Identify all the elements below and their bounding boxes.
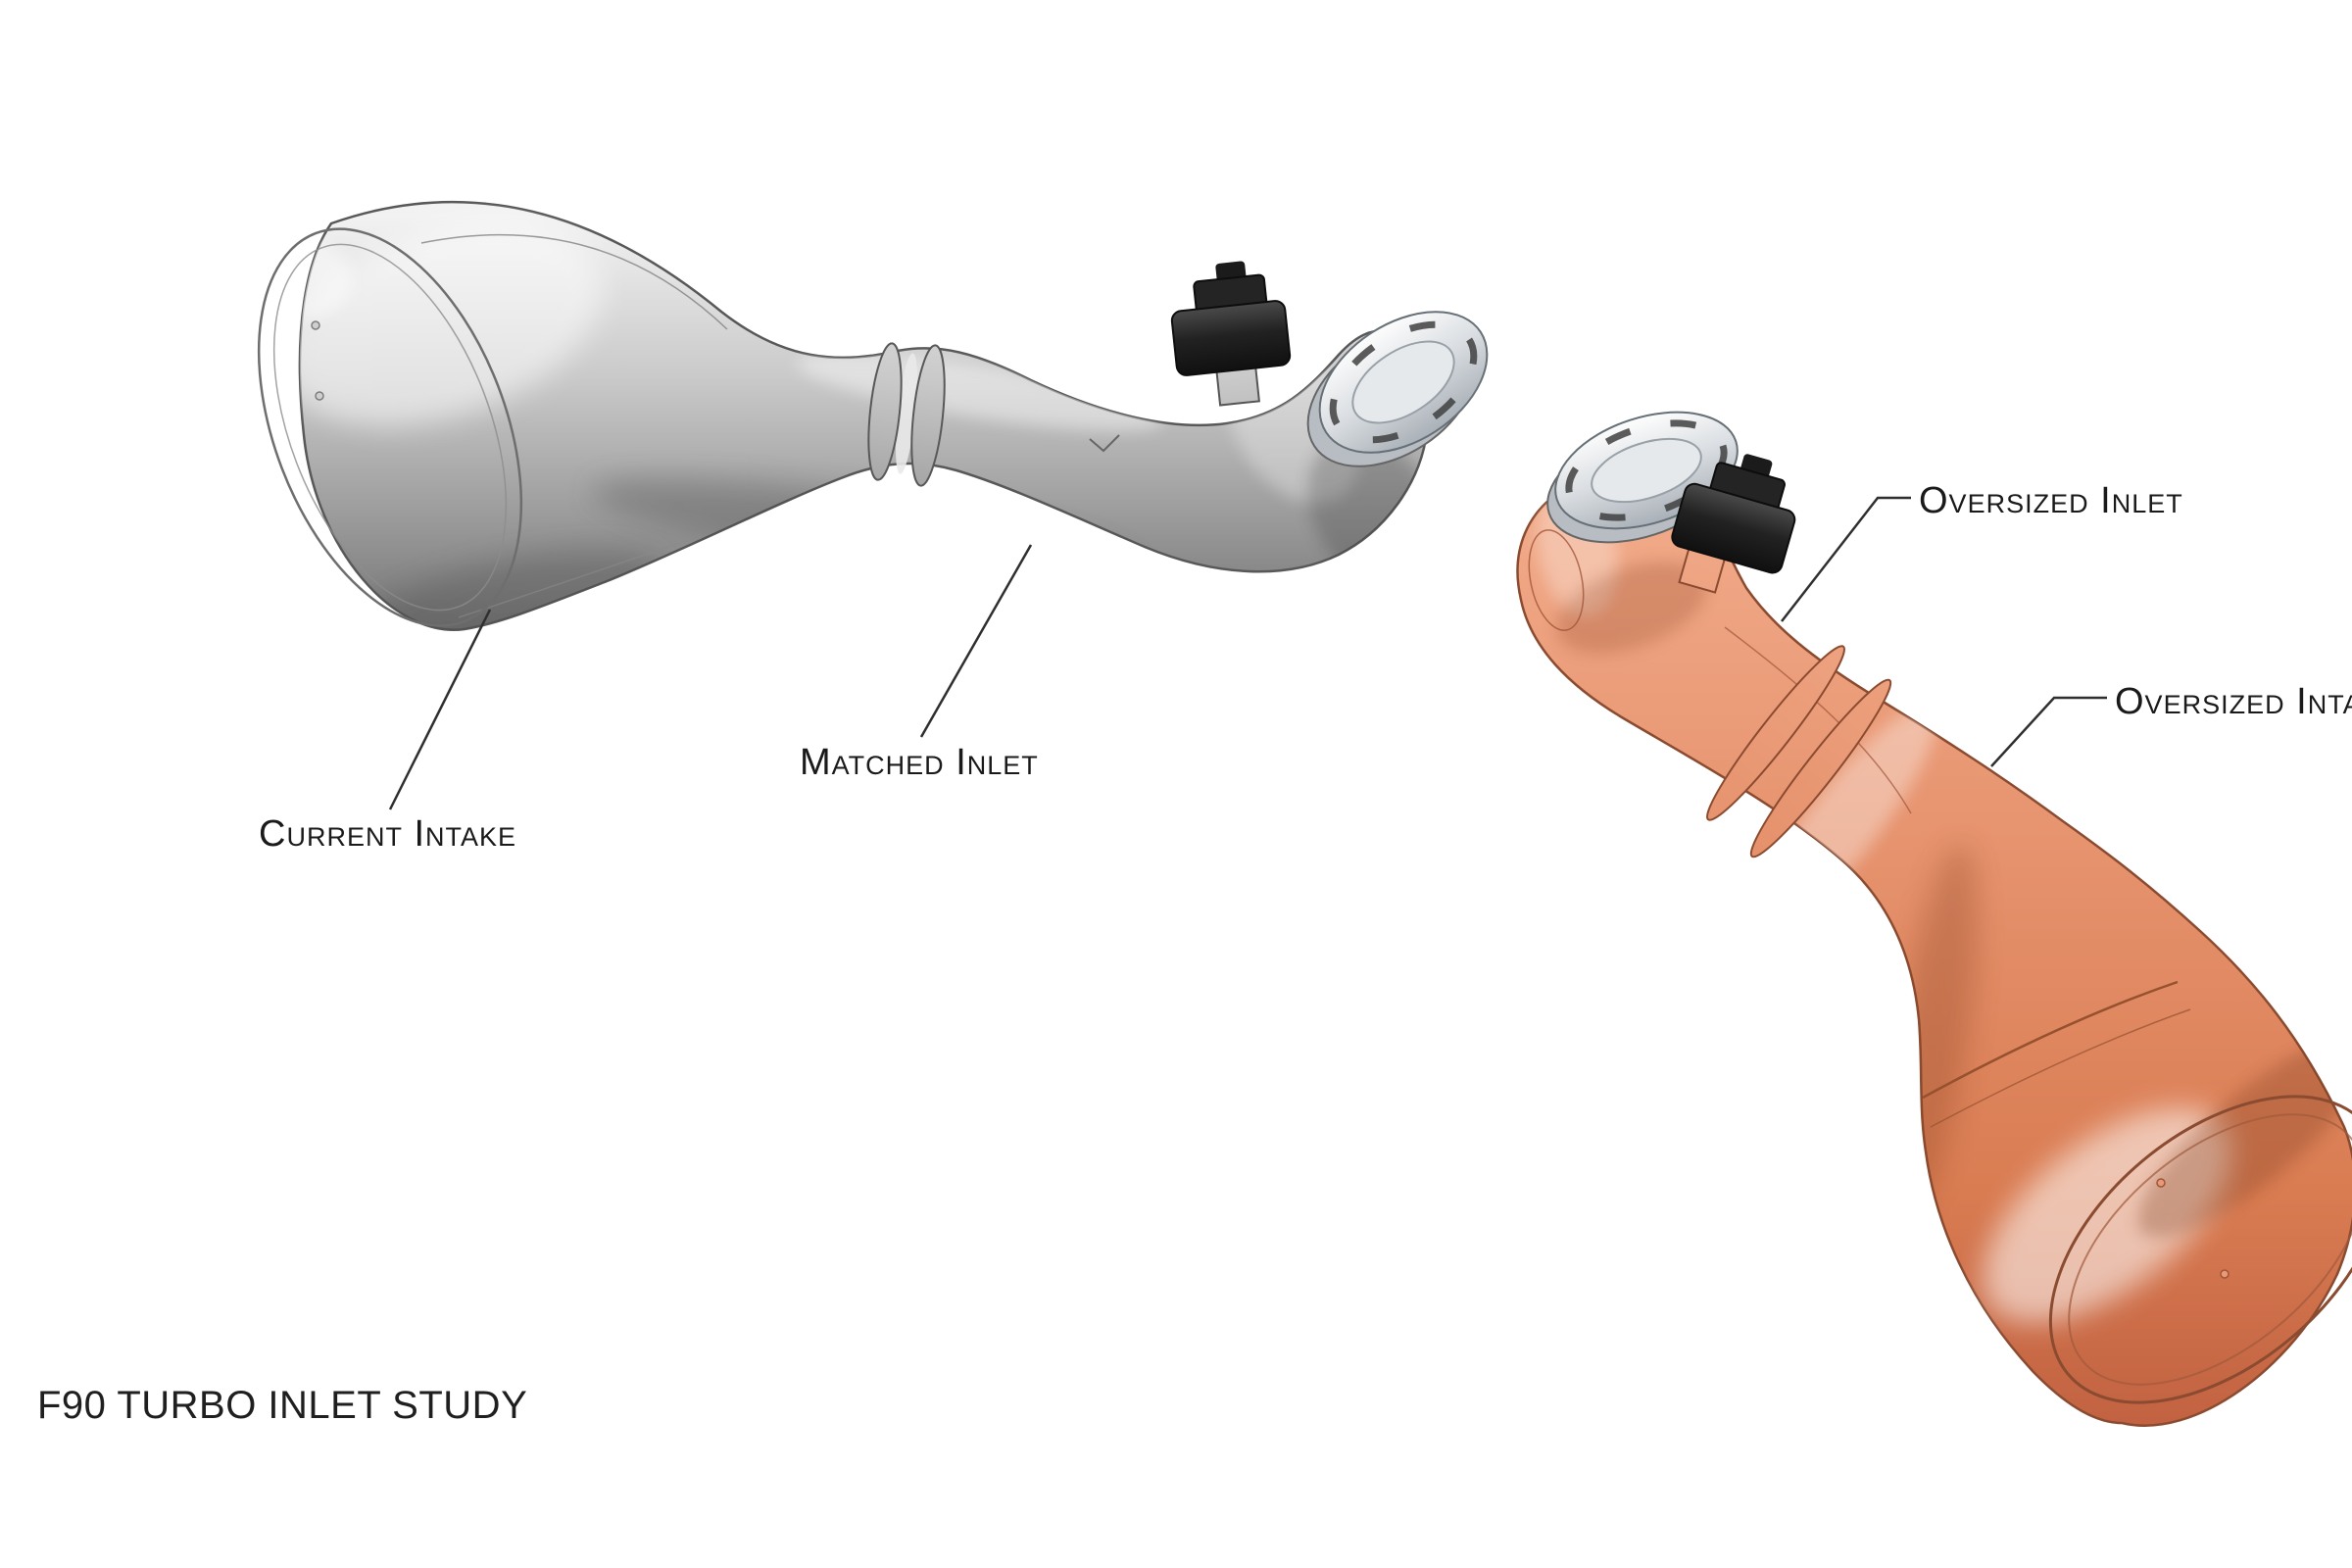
flange-slot-ring xyxy=(1565,419,1728,521)
bell-lower-edge xyxy=(458,540,687,618)
coupler-ridge xyxy=(1706,645,1845,821)
map-sensor xyxy=(1170,261,1292,407)
flange-bore xyxy=(1591,437,1702,504)
bell-mouth-rim xyxy=(2048,1095,2352,1404)
bell-ring-edge xyxy=(1930,1008,2191,1128)
bell-pilot-hole xyxy=(315,391,324,401)
sensor-body xyxy=(1170,300,1292,376)
v-scribe-mark xyxy=(1089,434,1120,453)
callout-matched-inlet: Matched Inlet xyxy=(800,742,1039,783)
tube-tangent-edge xyxy=(1724,626,1912,814)
bell-pilot-hole xyxy=(2220,1269,2230,1279)
bell-mouth-rim-inner xyxy=(2068,1113,2352,1386)
leader-matched-inlet xyxy=(919,544,1033,738)
bell-pilot-hole xyxy=(2156,1178,2166,1188)
study-title: F90 TURBO INLET STUDY xyxy=(37,1384,528,1427)
bell-mouth-rim-inner xyxy=(272,243,508,612)
bell-pilot-hole xyxy=(311,320,320,330)
flange-bore xyxy=(1351,340,1455,424)
callout-oversized-inlet: Oversized Inlet xyxy=(1919,480,2183,521)
sensor-body xyxy=(1671,482,1796,574)
leader-lines xyxy=(388,496,2107,810)
leader-oversized-intake xyxy=(1990,696,2107,767)
current-intake-model xyxy=(257,200,1489,631)
neck-boss-edge xyxy=(1528,529,1585,631)
leader-current-intake xyxy=(388,609,492,810)
bell-tangent-edge xyxy=(420,233,728,330)
coupler-ridge xyxy=(867,342,903,481)
bell-ring-edge xyxy=(1922,980,2179,1100)
map-sensor xyxy=(1671,454,1796,594)
oversized-intake-model xyxy=(1516,411,2352,1427)
callout-oversized-intake: Oversized Intake xyxy=(2115,681,2352,722)
coupler-ridge xyxy=(1749,678,1892,858)
leader-oversized-inlet xyxy=(1781,496,1911,622)
outlet-flange xyxy=(1306,311,1489,467)
callout-current-intake: Current Intake xyxy=(259,813,517,855)
coupler-light-band xyxy=(895,353,918,474)
bell-mouth-rim xyxy=(257,227,523,627)
coupler-ridge xyxy=(910,344,946,487)
